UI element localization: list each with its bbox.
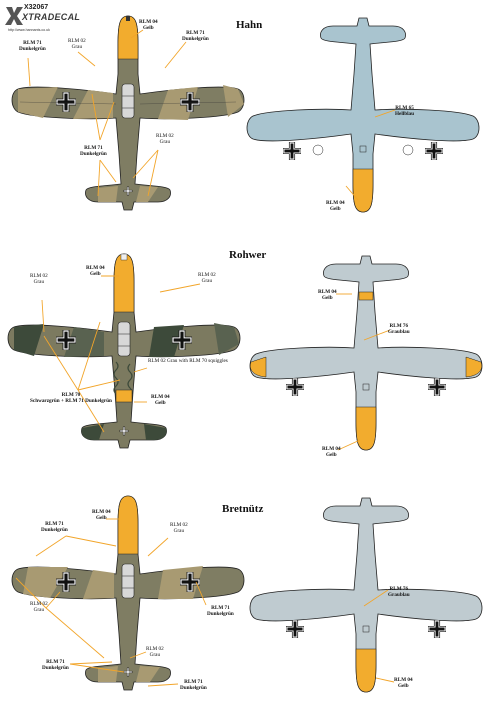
xtradecal-logo: X32067 XTRADECAL http://www.hannants.co.… — [4, 3, 84, 39]
logo-x-icon — [5, 7, 23, 25]
rohwer-top-view — [7, 253, 241, 449]
pilot-title-hahn: Hahn — [236, 19, 263, 31]
bretnutz-bottom-view — [249, 497, 483, 693]
hahn-bottom-view — [246, 17, 480, 213]
brand-url[interactable]: http://www.hannants.co.uk — [8, 28, 50, 32]
pilot-title-bretnutz: Bretnütz — [222, 503, 264, 515]
rohwer-bottom-view — [249, 255, 483, 451]
hahn-top-view — [11, 15, 245, 211]
pilot-title-rohwer: Rohwer — [229, 249, 267, 261]
callout-label: RLM 02 Grau with RLM 70 squiggles — [148, 358, 228, 364]
leader-lines — [15, 29, 396, 687]
bretnutz-top-view — [11, 495, 245, 691]
product-code: X32067 — [24, 4, 49, 11]
brand-name: XTRADECAL — [22, 12, 81, 22]
